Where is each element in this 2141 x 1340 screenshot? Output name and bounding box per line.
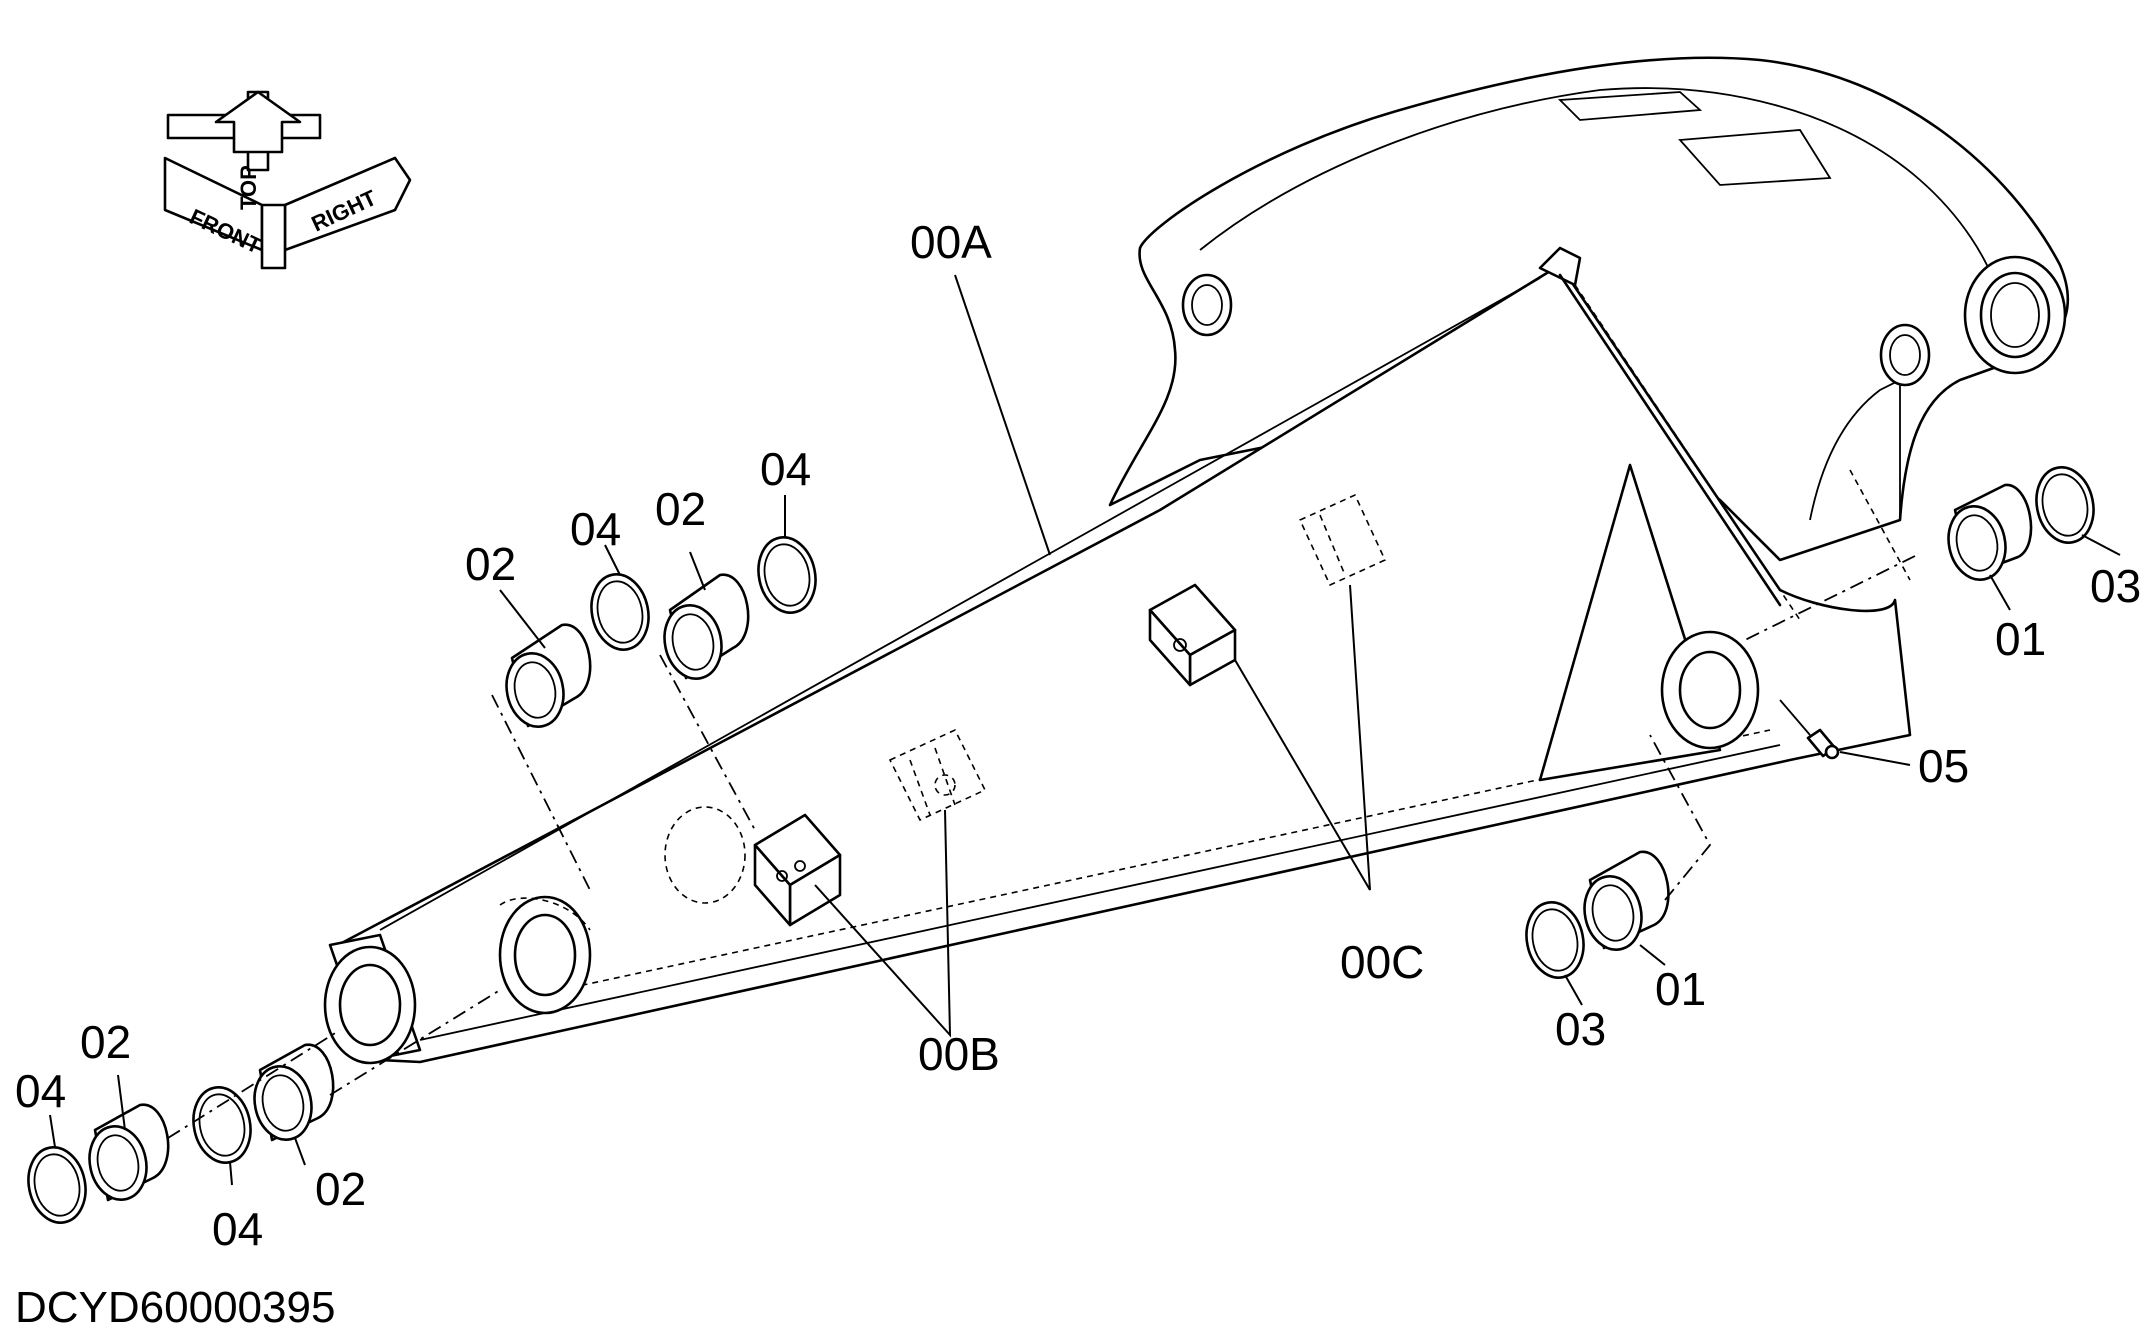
arm-boss-hidden-arc: [499, 897, 591, 931]
seal-04-upper-left: [590, 573, 650, 651]
orientation-indicator-icon: FRONT TOP RIGHT: [163, 90, 412, 270]
arm-boss-left-mid: [498, 895, 592, 1015]
callout-03-lower: 03: [1555, 1003, 1606, 1055]
drawing-code: DCYD60000395: [15, 1283, 335, 1332]
callout-04-upper-left: 04: [570, 503, 621, 555]
bushing-02-lower-left: [88, 1103, 170, 1202]
arm-boss-right-top: [1963, 255, 2067, 375]
plate-00b-hidden: [888, 728, 987, 822]
callout-02-lower-left: 02: [80, 1016, 131, 1068]
plate-00c-hidden: [1298, 493, 1387, 587]
callout-04-lower-left: 04: [15, 1065, 66, 1117]
callout-03-upper: 03: [2090, 560, 2141, 612]
arm-plate-detail-a: [1557, 91, 1703, 121]
callout-05: 05: [1918, 740, 1969, 792]
grease-fitting-05: [1779, 699, 1840, 760]
orientation-top-label: TOP: [236, 165, 261, 210]
arm-hidden-hole: [664, 806, 746, 904]
seal-04-lower-left: [27, 1146, 87, 1224]
bushing-02-upper-left: [505, 623, 592, 728]
orientation-corner: [260, 203, 287, 270]
arm-bracket-cheek: [1809, 378, 1901, 521]
seal-04-upper-right: [757, 536, 817, 614]
arm-hidden-weld: [559, 729, 1771, 991]
callout-02-upper-left: 02: [465, 538, 516, 590]
arm-bracket-inner-edge: [1199, 87, 2001, 301]
arm-bottom-edge: [419, 744, 1781, 1041]
arm-boss-right-lower: [1660, 630, 1760, 750]
arm-bracket-hole-mid: [1879, 323, 1931, 387]
arm-bracket-hole-left: [1181, 273, 1233, 337]
arm-hidden-line-a: [1574, 284, 1801, 621]
arm-assembly: [323, 56, 2070, 1065]
callout-00b: 00B: [918, 1028, 1000, 1080]
bushing-02-lower-right: [253, 1043, 335, 1142]
bushing-02-upper-right: [663, 573, 750, 680]
seal-03-upper: [2035, 466, 2095, 544]
callout-02-upper-right: 02: [655, 483, 706, 535]
leader-lines: [49, 274, 2121, 1186]
orientation-up-arrow-icon: [214, 90, 302, 154]
bushing-01-lower: [1583, 850, 1670, 951]
seal-03-lower: [1525, 901, 1585, 979]
bushing-01-upper: [1947, 483, 2033, 581]
callout-00a: 00A: [910, 216, 992, 268]
callout-04-lower-right: 04: [212, 1203, 263, 1255]
seal-04-lower-right: [192, 1086, 252, 1164]
arm-top-edge: [379, 277, 1541, 931]
callout-01-lower: 01: [1655, 963, 1706, 1015]
callout-00c: 00C: [1340, 936, 1424, 988]
arm-plate-detail-b: [1678, 129, 1832, 186]
callout-01-upper: 01: [1995, 613, 2046, 665]
callout-04-upper-right: 04: [760, 443, 811, 495]
plate-00c-small: [1148, 583, 1237, 687]
assembly-centerlines: [167, 555, 1916, 1139]
plate-00b-small: [753, 813, 842, 927]
arm-web-edge: [1558, 273, 1782, 607]
arm-boss-left-end: [323, 933, 422, 1065]
arm-hidden-line-b: [1849, 469, 1911, 581]
callout-02-lower-right: 02: [315, 1163, 366, 1215]
